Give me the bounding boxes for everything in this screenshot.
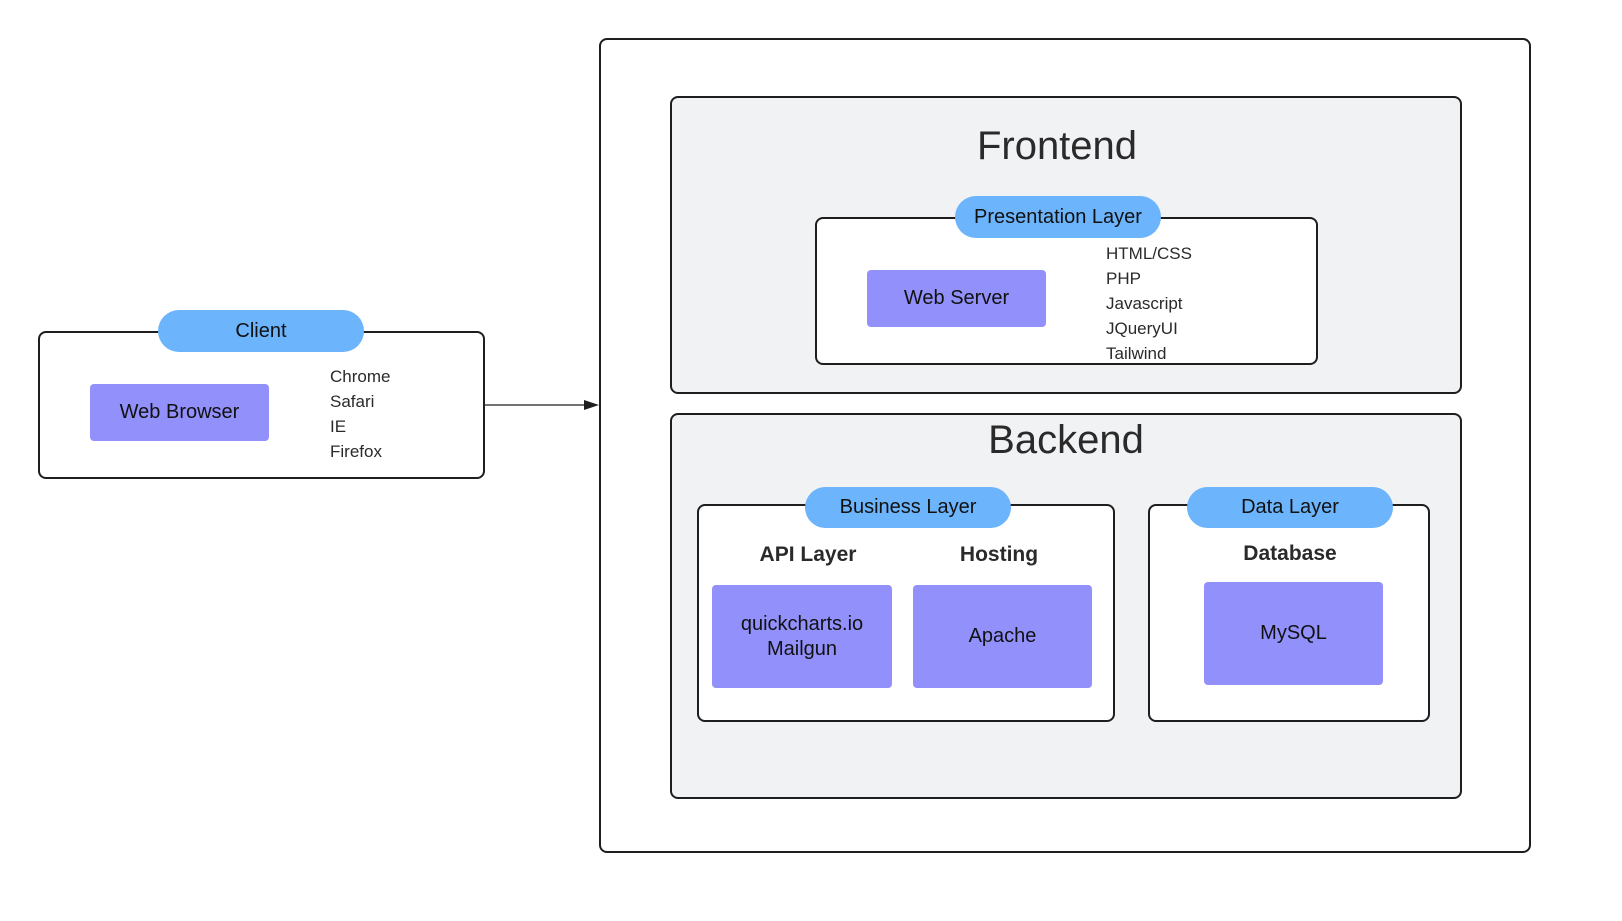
business-layer-pill: Business Layer xyxy=(805,487,1011,528)
technology-list-item: PHP xyxy=(1106,269,1141,288)
client-pill: Client xyxy=(158,310,364,352)
technology-list-item: Tailwind xyxy=(1106,344,1167,363)
browser-list-item: IE xyxy=(330,417,347,436)
database-heading: Database xyxy=(1243,542,1337,565)
api-layer-heading: API Layer xyxy=(759,543,857,566)
technology-list-item: JQueryUI xyxy=(1106,319,1178,338)
technology-list-item: HTML/CSS xyxy=(1106,244,1192,263)
web-server-node: Web Server xyxy=(867,270,1046,327)
api-services-node: quickcharts.io Mailgun xyxy=(712,585,892,688)
data-layer-pill: Data Layer xyxy=(1187,487,1393,528)
technology-list-item: Javascript xyxy=(1106,294,1183,313)
frontend-title: Frontend xyxy=(976,124,1138,168)
web-browser-node: Web Browser xyxy=(90,384,269,441)
hosting-heading: Hosting xyxy=(959,543,1039,566)
browser-list-item: Chrome xyxy=(330,367,391,386)
presentation-layer-pill: Presentation Layer xyxy=(955,196,1161,238)
backend-title: Backend xyxy=(988,418,1144,462)
browser-list-item: Safari xyxy=(330,392,375,411)
apache-node: Apache xyxy=(913,585,1092,688)
browser-list-item: Firefox xyxy=(330,442,382,461)
mysql-node: MySQL xyxy=(1204,582,1383,685)
